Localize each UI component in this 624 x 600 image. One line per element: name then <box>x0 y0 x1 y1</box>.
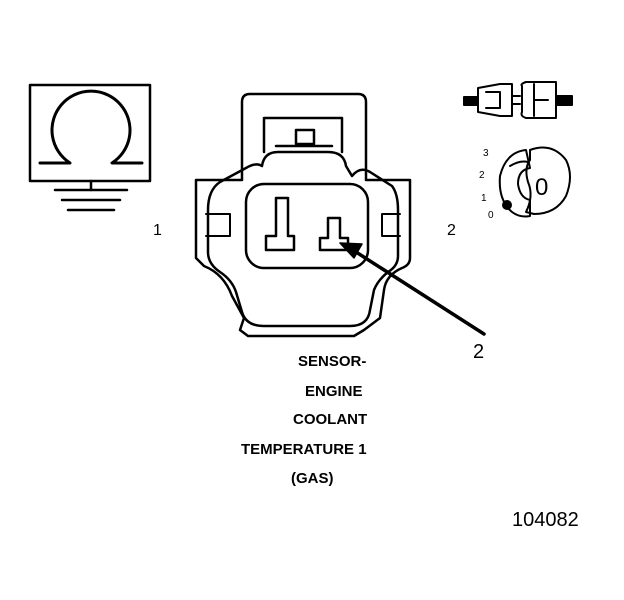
sensor-title-line-4: TEMPERATURE 1 <box>241 441 367 458</box>
ground-symbol-icon <box>28 83 152 212</box>
callout-arrow <box>339 242 486 336</box>
ignition-position-1: 1 <box>481 193 487 204</box>
sensor-title-line-3: COOLANT <box>293 411 368 428</box>
figure-number: 104082 <box>512 509 579 531</box>
ignition-position-2: 2 <box>479 170 485 181</box>
sensor-title-line-1: SENSOR- <box>298 353 367 370</box>
connector-plug-icon <box>463 81 573 119</box>
ignition-key-icon <box>498 146 571 218</box>
ignition-position-3: 3 <box>483 148 489 159</box>
sensor-title-line-2: ENGINE <box>305 383 363 400</box>
ignition-key-label: 0 <box>535 174 549 201</box>
pin-label-2: 2 <box>447 222 456 239</box>
ignition-position-0: 0 <box>488 210 494 221</box>
pin-label-1: 1 <box>153 222 162 239</box>
sensor-title-line-5: (GAS) <box>291 470 334 487</box>
callout-number: 2 <box>473 341 485 363</box>
connector-housing <box>194 92 412 338</box>
